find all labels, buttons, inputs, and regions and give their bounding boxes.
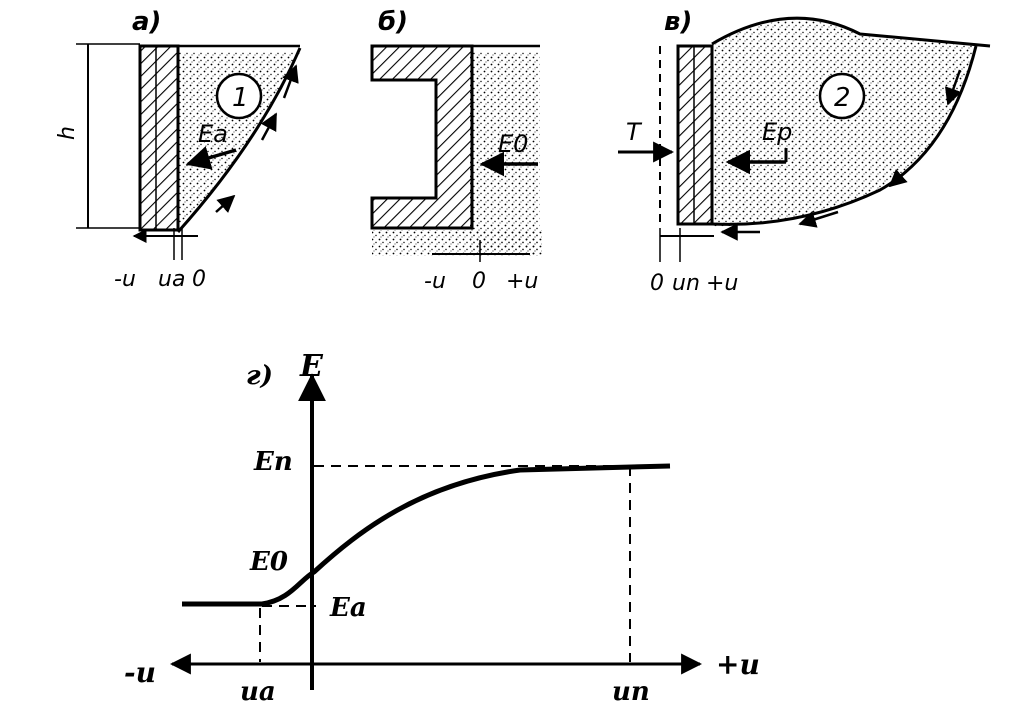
zone-2-label: 2 (834, 83, 851, 113)
u-axis-pos-label: +u (716, 648, 760, 681)
force-ea-label: Ea (198, 120, 228, 148)
zone-1-label: 1 (232, 83, 249, 113)
axis-v-pos: +u (706, 271, 738, 296)
axis-b-pos: +u (506, 269, 538, 294)
soil-wedge-a (178, 52, 300, 232)
axis-b-neg: -u (424, 269, 446, 294)
tick-un-label: un (612, 677, 650, 707)
sliding-arrows-v (720, 69, 962, 241)
pressure-displacement-curve (182, 463, 671, 607)
retaining-wall-a (138, 44, 180, 232)
level-en-label: En (253, 447, 293, 477)
height-label: h (55, 126, 80, 140)
axis-a-zero: 0 (192, 267, 206, 292)
axis-a-ua: ua (158, 267, 185, 292)
dashed-guides (259, 465, 631, 662)
sliding-arrows-a (215, 64, 299, 214)
soil-b-bottom (372, 230, 542, 256)
zone-2-marker: 2 (818, 72, 866, 120)
tick-ua-label: ua (240, 677, 276, 707)
height-dimension: h (55, 43, 140, 229)
soil-wedge-v (712, 20, 976, 227)
load-t-label: T (626, 118, 643, 146)
axis-v-un: un (672, 271, 700, 296)
force-ep-label: Ep (762, 118, 792, 146)
u-axis-neg-label: -u (124, 656, 156, 689)
level-e0-label: E0 (249, 547, 288, 577)
panel-g-graph: г) E +u -u En E0 Ea ua un (124, 349, 760, 707)
axis-v-zero: 0 (650, 271, 664, 296)
axis-a-neg: -u (114, 267, 136, 292)
force-ea-arrow (185, 146, 237, 170)
panel-v-passive: в) T 2 Ep 0 un +u (618, 7, 991, 296)
retaining-wall-v (676, 44, 714, 226)
ground-bulge-v (711, 16, 991, 48)
axis-b-zero: 0 (472, 269, 486, 294)
panel-a-active: а) h 1 Ea -u ua (55, 7, 302, 292)
panel-a-letter: а) (132, 7, 161, 37)
retaining-wall-b (370, 44, 474, 230)
panel-b-rest: б) E0 -u 0 +u (370, 7, 542, 294)
e-axis-label: E (299, 349, 324, 384)
panel-g-letter: г) (246, 361, 273, 391)
force-e0-label: E0 (498, 130, 528, 158)
panel-v-letter: в) (664, 7, 692, 37)
level-ea-label: Ea (329, 593, 367, 623)
zone-1-marker: 1 (215, 72, 263, 120)
panel-b-letter: б) (378, 7, 408, 37)
